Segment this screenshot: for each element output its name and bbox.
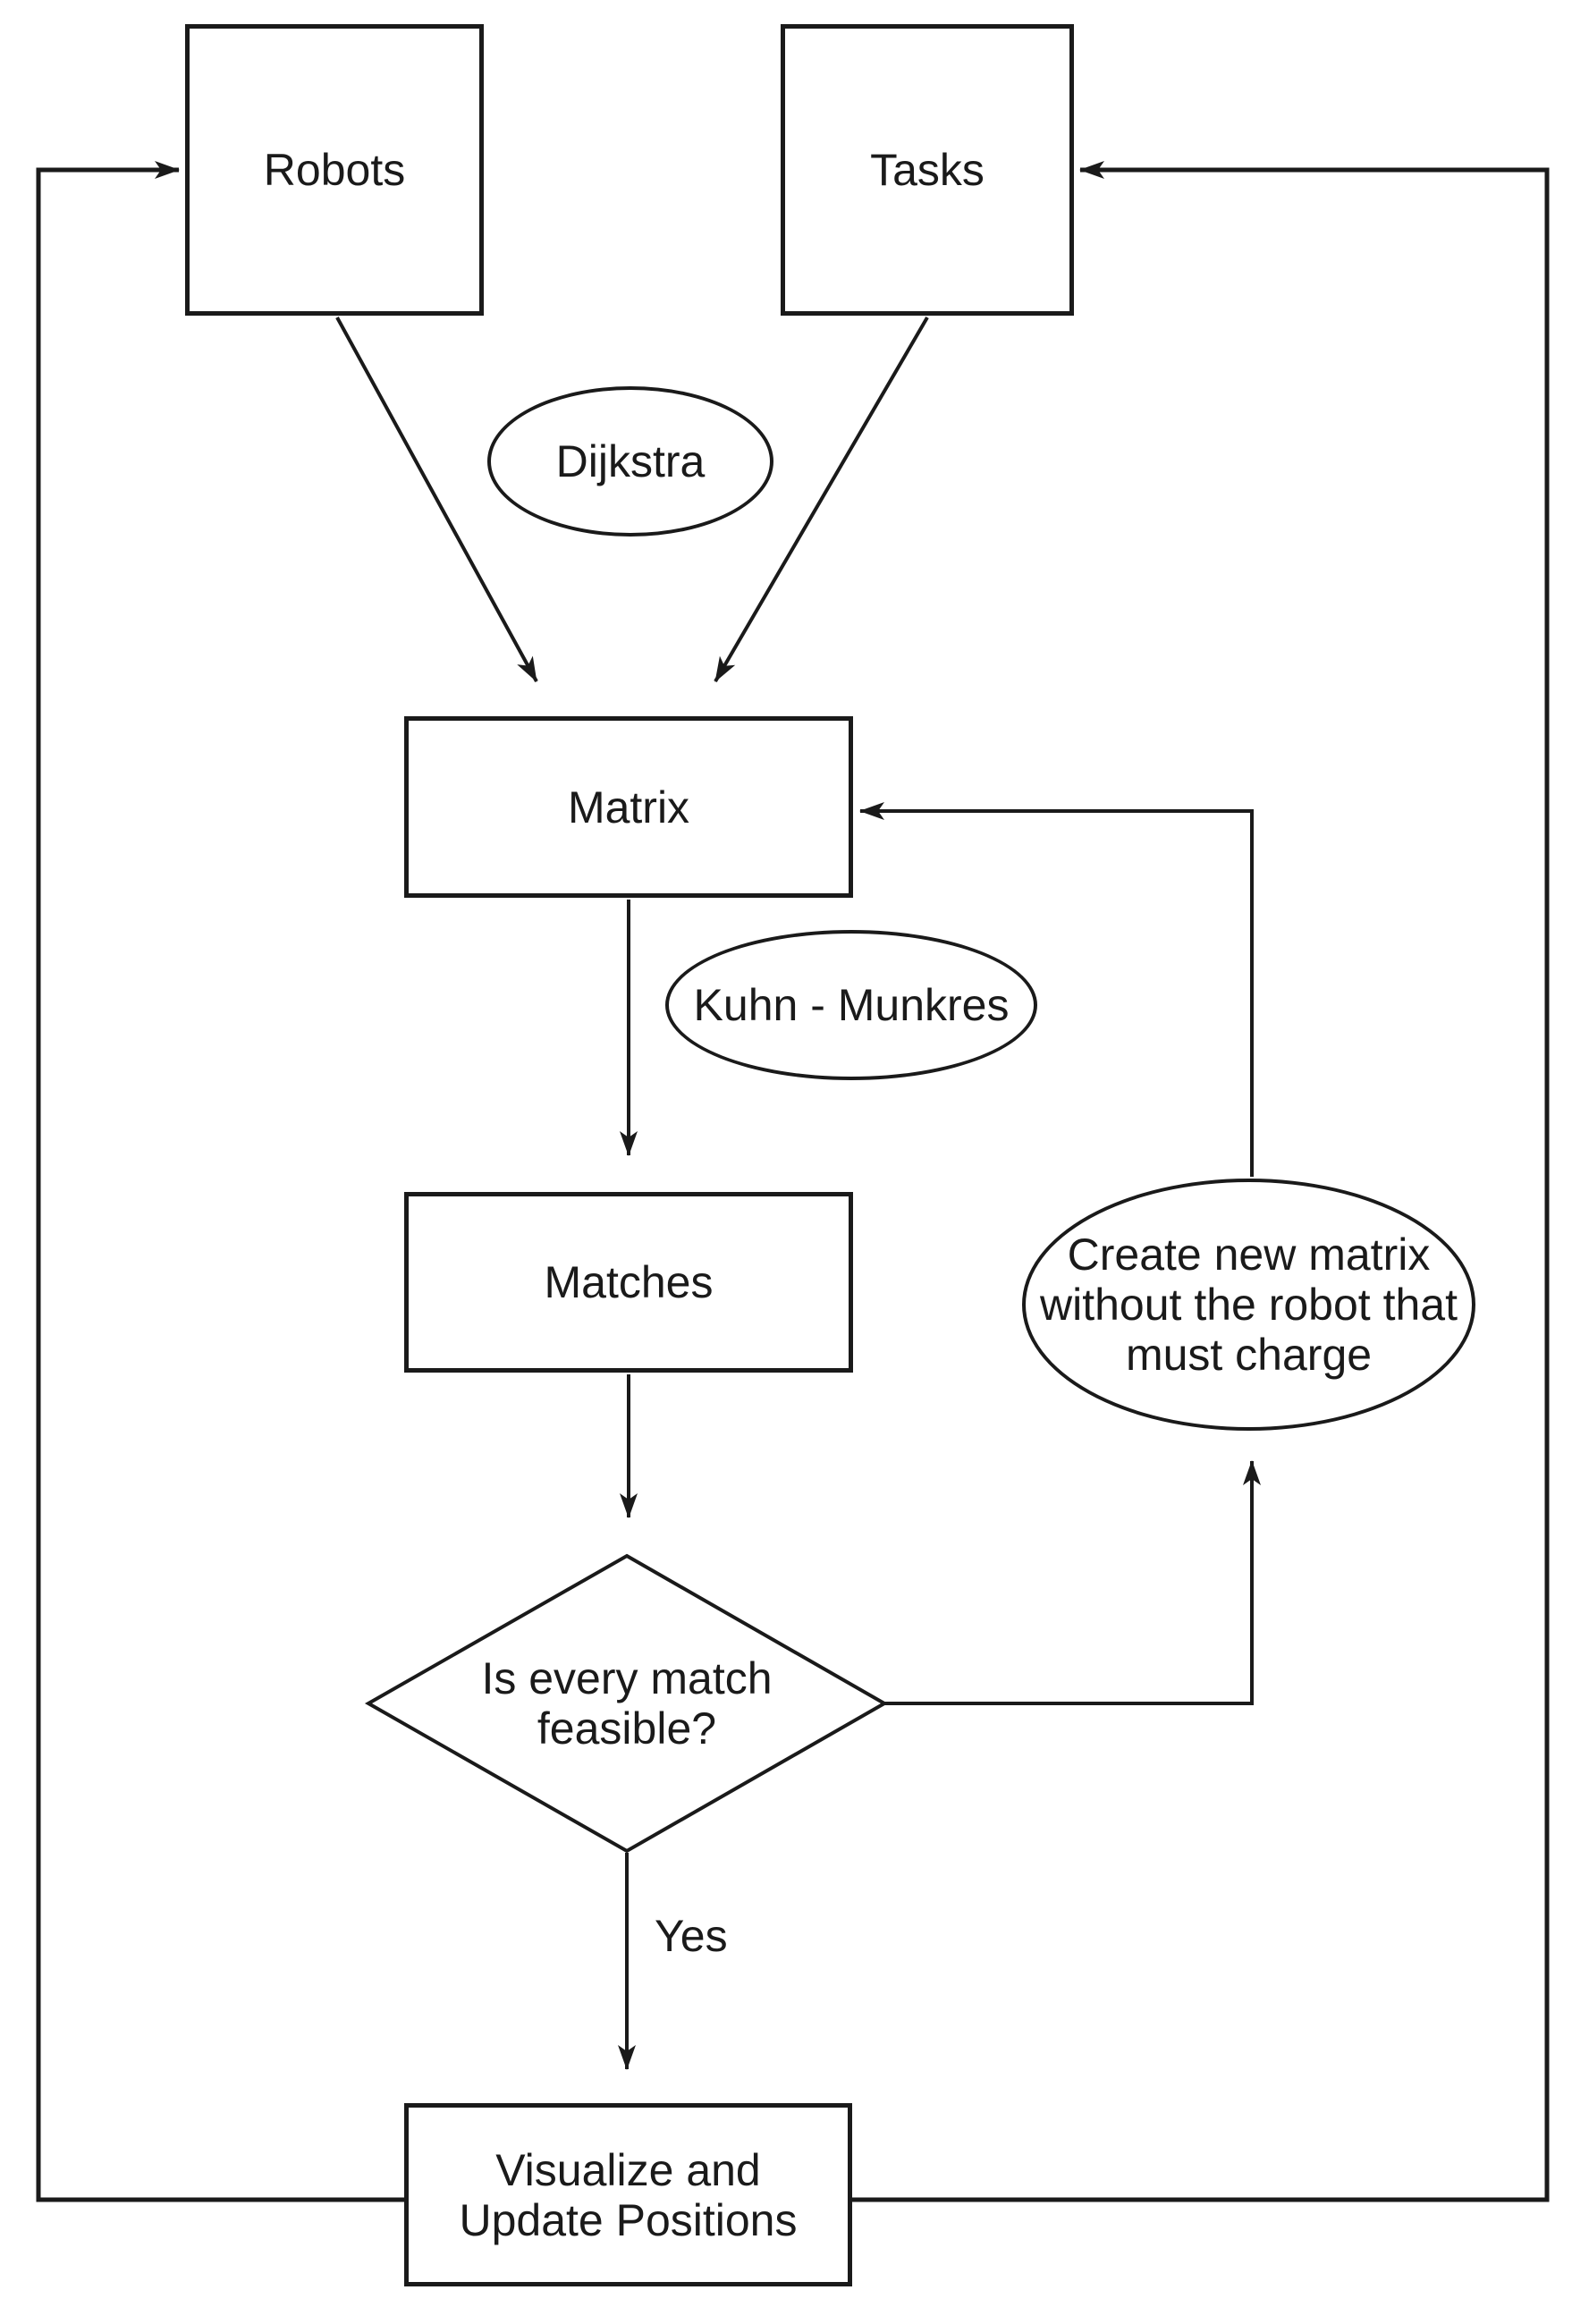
decision-diamond-shape <box>364 1553 889 1854</box>
node-dijkstra: Dijkstra <box>487 386 773 537</box>
edge-visualize-to-tasks <box>852 161 1550 2202</box>
edge-tasks-to-matrix <box>714 316 929 683</box>
node-robots-label: Robots <box>263 145 406 195</box>
node-matrix: Matrix <box>404 716 853 898</box>
node-matches-label: Matches <box>544 1257 714 1307</box>
edge-create-new-matrix-to-matrix <box>859 802 1254 1177</box>
edge-decision-to-create-new-matrix <box>884 1460 1261 1705</box>
node-decision-label: Is every match feasible? <box>481 1653 773 1754</box>
node-dijkstra-label: Dijkstra <box>555 436 706 486</box>
node-create-new-matrix: Create new matrix without the robot that… <box>1022 1179 1475 1431</box>
node-matches: Matches <box>404 1192 853 1373</box>
node-visualize: Visualize and Update Positions <box>404 2103 852 2286</box>
node-tasks-label: Tasks <box>870 145 985 195</box>
node-visualize-label: Visualize and Update Positions <box>459 2144 798 2245</box>
node-matrix-label: Matrix <box>567 782 690 832</box>
edge-robots-to-matrix <box>335 317 538 682</box>
node-create-new-matrix-label: Create new matrix without the robot that… <box>1040 1230 1458 1380</box>
node-decision: Is every match feasible? <box>403 1636 850 1770</box>
edge-label-yes: Yes <box>651 1914 731 1958</box>
node-kuhn-munkres-label: Kuhn - Munkres <box>693 980 1010 1030</box>
node-tasks: Tasks <box>781 24 1074 316</box>
edge-visualize-to-robots <box>36 161 404 2202</box>
node-robots: Robots <box>185 24 484 316</box>
node-kuhn-munkres: Kuhn - Munkres <box>665 930 1037 1080</box>
